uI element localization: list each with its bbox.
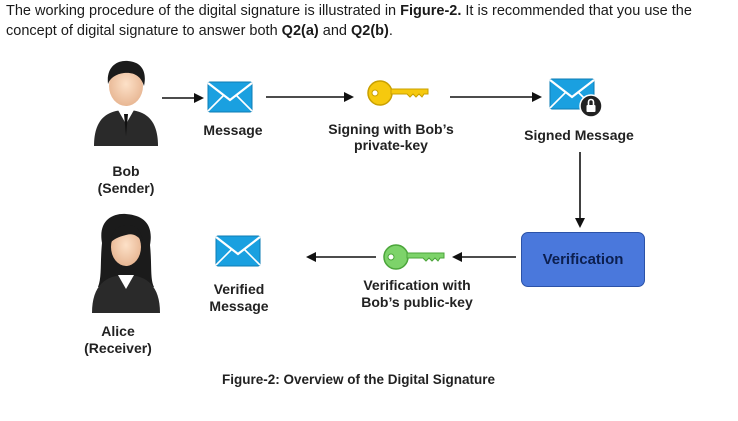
question-ref-q2b: Q2(b) <box>351 23 389 39</box>
receiver-name: Alice <box>101 323 135 339</box>
intro-text: . <box>388 23 393 39</box>
verify-label-line2: Bob’s public-key <box>361 294 473 310</box>
signed-envelope-icon <box>549 78 603 118</box>
intro-text: and <box>318 23 351 39</box>
intro-text: It is recommended that you use the conce… <box>6 3 692 39</box>
figure-caption: Figure-2: Overview of the Digital Signat… <box>222 372 496 387</box>
receiver-role: (Receiver) <box>84 340 152 356</box>
male-user-icon <box>94 60 158 146</box>
verification-box: Verification <box>521 232 645 287</box>
sender-name: Bob <box>112 163 140 179</box>
sender-role: (Sender) <box>97 180 155 196</box>
verified-label-line2: Message <box>209 298 269 314</box>
intro-text: The working procedure of the digital sig… <box>6 3 401 19</box>
private-key-icon <box>367 80 429 106</box>
verified-label-line1: Verified <box>213 281 265 297</box>
public-key-icon <box>383 244 445 270</box>
verified-envelope-icon <box>215 235 261 267</box>
envelope-icon <box>207 81 253 113</box>
signing-label-line1: Signing with Bob’s <box>328 121 454 137</box>
question-ref-q2a: Q2(a) <box>281 23 319 39</box>
intro-paragraph: The working procedure of the digital sig… <box>6 1 732 41</box>
signed-message-label: Signed Message <box>524 127 634 143</box>
verify-label-line1: Verification with <box>363 277 471 293</box>
message-label: Message <box>203 122 263 138</box>
lock-icon <box>579 94 603 118</box>
signing-label-line2: private-key <box>354 137 428 153</box>
female-user-icon <box>92 213 160 313</box>
figure-reference: Figure-2. <box>400 3 462 19</box>
